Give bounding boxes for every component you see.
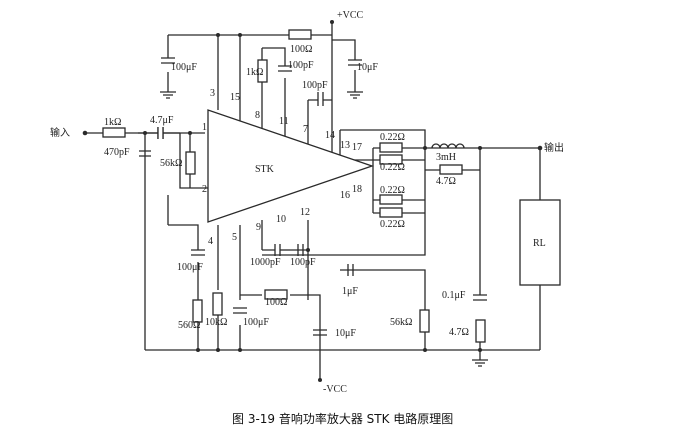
vcc-pos-label: +VCC	[337, 10, 364, 21]
junction-dots	[82, 20, 543, 382]
cap-100u-left	[191, 249, 205, 256]
pin-label: 1	[202, 122, 207, 133]
cap-0.1u	[473, 294, 487, 301]
label-r-560: 560Ω	[178, 320, 200, 331]
resistor-100-top	[288, 29, 312, 40]
cap-100p-low	[297, 244, 304, 256]
pin-labels: 1 2 3 4 5 7 8 9 10 11 12 13 14 15 16 17 …	[202, 88, 362, 247]
stk-amplifier-ic	[207, 109, 375, 223]
label-r-022-a: 0.22Ω	[380, 132, 405, 143]
pin-label: 4	[208, 236, 213, 247]
terminal-labels: 输入 输出 +VCC -VCC	[50, 10, 564, 395]
label-c-1u: 1μF	[342, 286, 358, 297]
resistor-10k	[212, 292, 223, 316]
cap-10u-low	[313, 329, 327, 336]
pin-label: 15	[230, 92, 240, 103]
figure-caption: 图 3-19 音响功率放大器 STK 电路原理图	[232, 411, 453, 426]
wires	[85, 22, 541, 380]
label-r-022-c: 0.22Ω	[380, 185, 405, 196]
resistor-022-d	[379, 207, 403, 218]
pin-label: 7	[303, 124, 308, 135]
cap-100u-top	[161, 57, 175, 64]
label-r-022-b: 0.22Ω	[380, 162, 405, 173]
pin-label: 12	[300, 207, 310, 218]
cap-100u-low	[233, 307, 247, 314]
pin-label: 5	[232, 232, 237, 243]
pin-label: 18	[352, 184, 362, 195]
label-r-56k-low: 56kΩ	[390, 317, 412, 328]
resistor-100-low	[264, 289, 288, 300]
cap-1000p	[274, 244, 281, 256]
pin-label: 11	[279, 116, 289, 127]
label-r-100-low: 100Ω	[265, 297, 287, 308]
resistor-4.7-low	[475, 319, 486, 343]
label-r-47-low: 4.7Ω	[449, 327, 469, 338]
label-c-01u: 0.1μF	[442, 290, 466, 301]
resistor-1k-input	[102, 127, 126, 138]
resistor-560	[192, 299, 203, 323]
resistor-022-a	[379, 142, 403, 153]
label-c-1000p: 1000pF	[250, 257, 281, 268]
label-r-100-top: 100Ω	[290, 44, 312, 55]
inductor-3mh	[431, 143, 465, 149]
label-r-10k: 10kΩ	[205, 317, 227, 328]
pin-label: 10	[276, 214, 286, 225]
resistor-022-b	[379, 154, 403, 165]
resistor-56k-low	[419, 309, 430, 333]
label-c-470p: 470pF	[104, 147, 130, 158]
load-resistor	[519, 199, 561, 286]
label-c-10u-top: 10μF	[357, 62, 378, 73]
resistor-4.7-out	[439, 164, 463, 175]
resistor-56k-input	[185, 151, 196, 175]
ic-name: STK	[255, 164, 275, 175]
label-r-1k-top: 1kΩ	[246, 67, 263, 78]
vcc-neg-label: -VCC	[323, 384, 347, 395]
label-r-022-d: 0.22Ω	[380, 219, 405, 230]
cap-1u	[347, 264, 354, 276]
resistors	[102, 29, 561, 343]
pin-label: 17	[352, 142, 362, 153]
pin-label: 13	[340, 140, 350, 151]
cap-10u-top	[348, 59, 362, 66]
input-label: 输入	[50, 126, 70, 139]
label-c-10u-low: 10μF	[335, 328, 356, 339]
label-c-100p-top: 100pF	[288, 60, 314, 71]
component-labels: 1kΩ 4.7μF 470pF 56kΩ 100μF 100Ω 10μF 1kΩ…	[104, 44, 546, 339]
label-c-100u-low: 100μF	[243, 317, 269, 328]
label-load: RL	[533, 238, 546, 249]
pin-label: 2	[202, 184, 207, 195]
cap-100p-mid	[317, 92, 324, 106]
label-r-47-out: 4.7Ω	[436, 176, 456, 187]
cap-100p-top	[278, 65, 292, 72]
resistor-022-c	[379, 194, 403, 205]
label-c-in: 4.7μF	[150, 115, 174, 126]
cap-470p	[139, 150, 151, 157]
label-c-100p-low: 100pF	[290, 257, 316, 268]
label-c-100u-top: 100μF	[171, 62, 197, 73]
resistor-1k-top	[257, 59, 268, 83]
pin-label: 9	[256, 222, 261, 233]
ground-icon	[160, 70, 488, 367]
label-c-100p-mid: 100pF	[302, 80, 328, 91]
capacitors	[139, 57, 487, 336]
label-c-100u-left: 100μF	[177, 262, 203, 273]
label-r-56k-in: 56kΩ	[160, 158, 182, 169]
pin-label: 14	[325, 130, 335, 141]
output-label: 输出	[544, 141, 564, 154]
pin-label: 3	[210, 88, 215, 99]
label-r-in: 1kΩ	[104, 117, 121, 128]
label-l-3m: 3mH	[436, 152, 456, 163]
pin-label: 16	[340, 190, 350, 201]
pin-label: 8	[255, 110, 260, 121]
